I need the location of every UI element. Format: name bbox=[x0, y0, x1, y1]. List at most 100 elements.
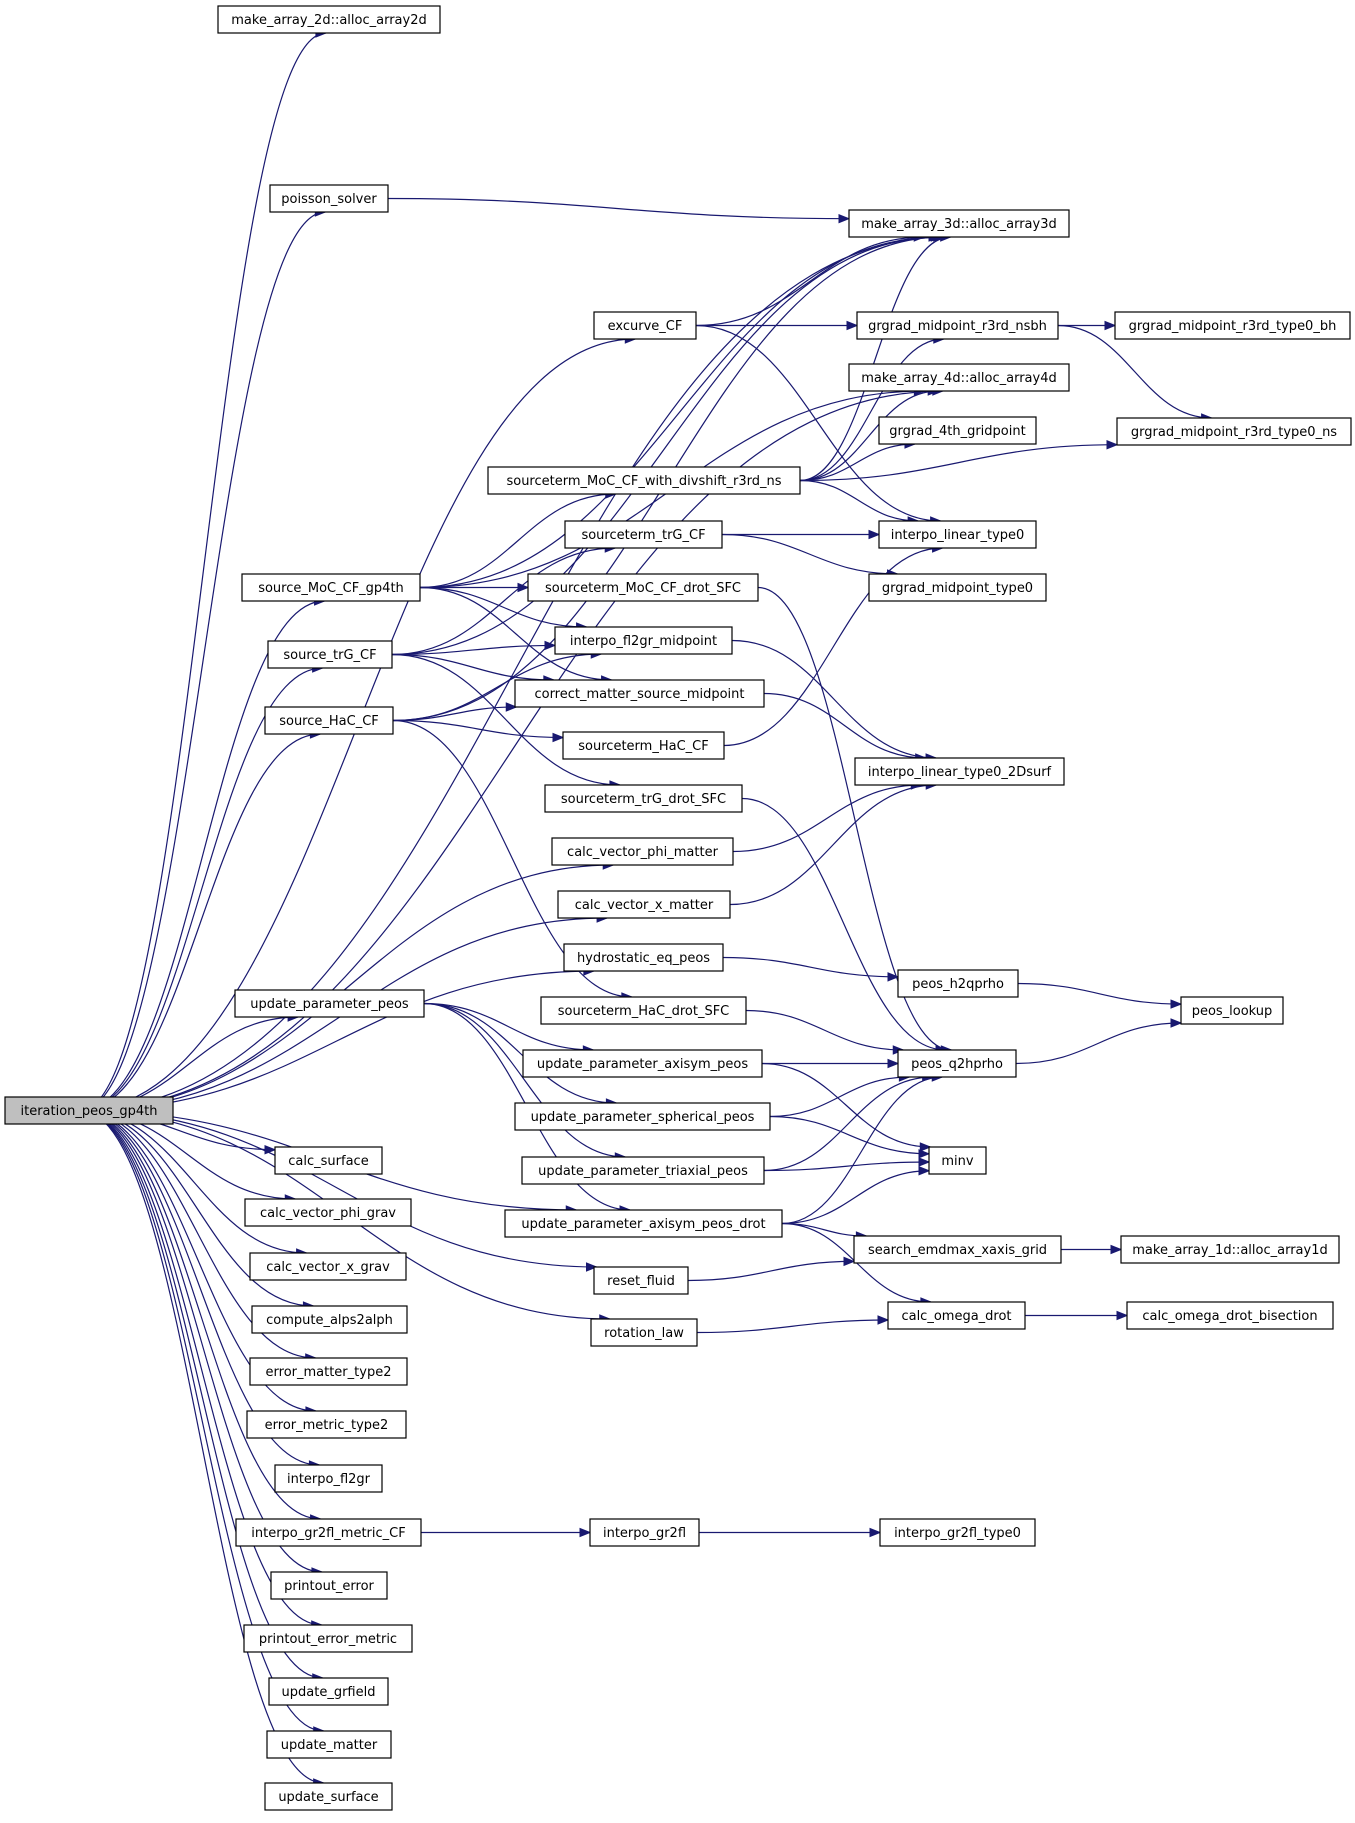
node-box bbox=[557, 890, 731, 919]
node-interpo-fl2gr-midpoint[interactable]: interpo_fl2gr_midpoint bbox=[554, 626, 733, 655]
edge-line bbox=[732, 784, 922, 853]
node-calc-surface[interactable]: calc_surface bbox=[274, 1146, 383, 1175]
node-calc-omega-drot[interactable]: calc_omega_drot bbox=[887, 1301, 1026, 1330]
node-sourceterm-moc-cf-with-divshift-r3rd-ns[interactable]: sourceterm_MoC_CF_with_divshift_r3rd_ns bbox=[487, 466, 801, 495]
node-sourceterm-moc-cf-drot-sfc[interactable]: sourceterm_MoC_CF_drot_SFC bbox=[527, 573, 759, 602]
node-box bbox=[564, 520, 723, 549]
edge-line bbox=[80, 1109, 321, 1520]
edge-poisson-to-alloc3d bbox=[387, 197, 851, 224]
edge-line bbox=[419, 493, 616, 589]
node-box bbox=[878, 416, 1037, 445]
node-make-array-1d-alloc-array1d[interactable]: make_array_1d::alloc_array1d bbox=[1120, 1235, 1340, 1264]
node-interpo-linear-type0-2dsurf[interactable]: interpo_linear_type0_2Dsurf bbox=[854, 757, 1065, 786]
node-calc-vector-phi-grav[interactable]: calc_vector_phi_grav bbox=[244, 1198, 412, 1227]
edge-upaxd-to-minv bbox=[781, 1165, 931, 1225]
node-update-parameter-axisym-peos[interactable]: update_parameter_axisym_peos bbox=[522, 1049, 763, 1078]
edge-q2h-to-lookup bbox=[1015, 1018, 1183, 1065]
node-make-array-4d-alloc-array4d[interactable]: make_array_4d::alloc_array4d bbox=[848, 363, 1070, 392]
node-source-trg-cf[interactable]: source_trG_CF bbox=[267, 640, 393, 669]
node-update-surface[interactable]: update_surface bbox=[264, 1782, 393, 1811]
node-sourceterm-hac-cf[interactable]: sourceterm_HaC_CF bbox=[562, 731, 725, 760]
node-peos-q2hprho[interactable]: peos_q2hprho bbox=[897, 1049, 1017, 1078]
node-box bbox=[504, 1209, 783, 1238]
edge-search-to-alloc1d bbox=[1061, 1244, 1123, 1255]
node-poisson-solver[interactable]: poisson_solver bbox=[269, 184, 389, 213]
edge-reset-to-search bbox=[687, 1256, 856, 1282]
node-calc-omega-drot-bisection[interactable]: calc_omega_drot_bisection bbox=[1126, 1301, 1334, 1330]
node-calc-vector-x-grav[interactable]: calc_vector_x_grav bbox=[249, 1252, 407, 1281]
edge-line bbox=[80, 1109, 320, 1466]
node-sourceterm-trg-drot-sfc[interactable]: sourceterm_trG_drot_SFC bbox=[544, 784, 743, 813]
node-label: calc_vector_phi_matter bbox=[567, 845, 719, 860]
node-box bbox=[522, 1049, 763, 1078]
node-label: peos_q2hprho bbox=[911, 1057, 1003, 1072]
arrowhead-icon bbox=[579, 1527, 592, 1538]
node-update-parameter-peos[interactable]: update_parameter_peos bbox=[234, 989, 425, 1018]
node-grgrad-midpoint-type0[interactable]: grgrad_midpoint_type0 bbox=[868, 573, 1047, 602]
node-label: make_array_1d::alloc_array1d bbox=[1132, 1243, 1327, 1258]
node-reset-fluid[interactable]: reset_fluid bbox=[593, 1266, 689, 1295]
node-label: reset_fluid bbox=[607, 1274, 675, 1289]
node-box bbox=[848, 363, 1070, 392]
node-update-grfield[interactable]: update_grfield bbox=[268, 1677, 389, 1706]
node-box bbox=[243, 1624, 413, 1653]
node-make-array-3d-alloc-array3d[interactable]: make_array_3d::alloc_array3d bbox=[848, 209, 1070, 238]
node-compute-alps2alph[interactable]: compute_alps2alph bbox=[251, 1305, 408, 1334]
node-interpo-linear-type0[interactable]: interpo_linear_type0 bbox=[878, 520, 1037, 549]
edge-line bbox=[799, 479, 919, 522]
node-label: make_array_4d::alloc_array4d bbox=[861, 371, 1056, 386]
node-excurve-cf[interactable]: excurve_CF bbox=[593, 311, 697, 340]
node-update-parameter-triaxial-peos[interactable]: update_parameter_triaxial_peos bbox=[521, 1156, 765, 1185]
node-search-emdmax-xaxis-grid[interactable]: search_emdmax_xaxis_grid bbox=[853, 1235, 1062, 1264]
node-label: error_metric_type2 bbox=[265, 1418, 389, 1433]
node-update-parameter-spherical-peos[interactable]: update_parameter_spherical_peos bbox=[514, 1102, 771, 1131]
node-label: sourceterm_HaC_drot_SFC bbox=[558, 1004, 730, 1019]
node-error-metric-type2[interactable]: error_metric_type2 bbox=[246, 1410, 407, 1439]
edge-line bbox=[391, 653, 620, 786]
node-label: peos_h2qprho bbox=[912, 977, 1004, 992]
node-sourceterm-hac-drot-sfc[interactable]: sourceterm_HaC_drot_SFC bbox=[540, 996, 747, 1025]
node-grgrad-midpoint-r3rd-type0-bh[interactable]: grgrad_midpoint_r3rd_type0_bh bbox=[1114, 311, 1351, 340]
node-box bbox=[4, 1096, 174, 1125]
node-source-hac-cf[interactable]: source_HaC_CF bbox=[264, 706, 394, 735]
node-update-matter[interactable]: update_matter bbox=[266, 1730, 392, 1759]
node-hydrostatic-eq-peos[interactable]: hydrostatic_eq_peos bbox=[563, 943, 724, 972]
node-sourceterm-trg-cf[interactable]: sourceterm_trG_CF bbox=[564, 520, 723, 549]
node-error-matter-type2[interactable]: error_matter_type2 bbox=[249, 1357, 408, 1386]
edge-line bbox=[419, 586, 612, 681]
edge-line bbox=[80, 733, 321, 1112]
node-box bbox=[593, 1266, 689, 1295]
edge-line bbox=[729, 784, 937, 906]
node-update-parameter-axisym-peos-drot[interactable]: update_parameter_axisym_peos_drot bbox=[504, 1209, 783, 1238]
edge-line bbox=[723, 547, 943, 747]
edge-line bbox=[781, 1076, 943, 1225]
edge-line bbox=[419, 586, 587, 628]
node-peos-lookup[interactable]: peos_lookup bbox=[1180, 996, 1284, 1025]
node-printout-error-metric[interactable]: printout_error_metric bbox=[243, 1624, 413, 1653]
node-printout-error[interactable]: printout_error bbox=[270, 1571, 388, 1600]
edge-root-to-shac bbox=[80, 729, 322, 1112]
node-peos-h2qprho[interactable]: peos_h2qprho bbox=[897, 969, 1019, 998]
node-box bbox=[268, 1677, 389, 1706]
edge-line bbox=[80, 32, 326, 1112]
node-grgrad-midpoint-r3rd-nsbh[interactable]: grgrad_midpoint_r3rd_nsbh bbox=[856, 311, 1059, 340]
node-interpo-gr2fl-metric-cf[interactable]: interpo_gr2fl_metric_CF bbox=[235, 1518, 422, 1547]
node-grgrad-4th-gridpoint[interactable]: grgrad_4th_gridpoint bbox=[878, 416, 1037, 445]
node-calc-vector-x-matter[interactable]: calc_vector_x_matter bbox=[557, 890, 731, 919]
edge-line bbox=[769, 1076, 910, 1118]
node-rotation-law[interactable]: rotation_law bbox=[590, 1318, 698, 1347]
node-make-array-2d-alloc-array2d[interactable]: make_array_2d::alloc_array2d bbox=[217, 5, 441, 34]
node-iteration-peos-gp4th[interactable]: iteration_peos_gp4th bbox=[4, 1096, 174, 1125]
edge-line bbox=[769, 1115, 930, 1155]
node-source-moc-cf-gp4th[interactable]: source_MoC_CF_gp4th bbox=[241, 573, 421, 602]
node-interpo-gr2fl-type0[interactable]: interpo_gr2fl_type0 bbox=[879, 1518, 1036, 1547]
node-label: update_matter bbox=[281, 1738, 378, 1753]
edge-line bbox=[696, 1319, 889, 1334]
node-minv[interactable]: minv bbox=[928, 1146, 987, 1175]
node-calc-vector-phi-matter[interactable]: calc_vector_phi_matter bbox=[551, 837, 734, 866]
node-correct-matter-source-midpoint[interactable]: correct_matter_source_midpoint bbox=[514, 679, 765, 708]
node-grgrad-midpoint-r3rd-type0-ns[interactable]: grgrad_midpoint_r3rd_type0_ns bbox=[1116, 417, 1352, 446]
node-interpo-gr2fl[interactable]: interpo_gr2fl bbox=[589, 1518, 700, 1547]
node-interpo-fl2gr[interactable]: interpo_fl2gr bbox=[274, 1464, 383, 1493]
edge-upp-to-uptri bbox=[423, 1002, 627, 1162]
